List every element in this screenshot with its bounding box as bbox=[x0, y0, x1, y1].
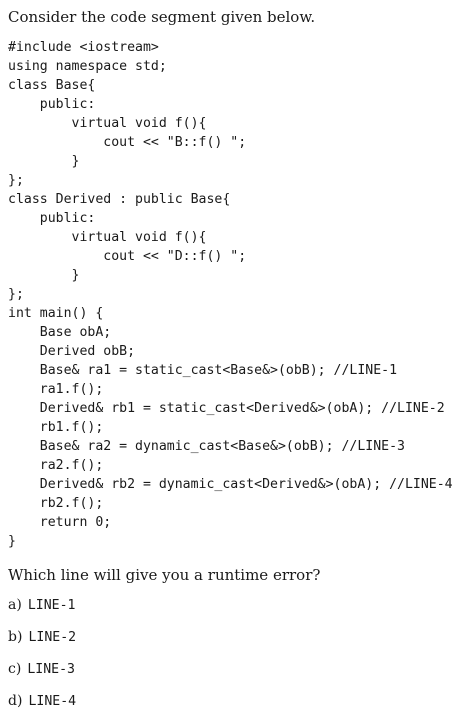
code-line: rb2.f(); bbox=[8, 496, 104, 511]
code-line: int main() { bbox=[8, 306, 104, 321]
code-line: Base& ra1 = static_cast<Base&>(obB); //L… bbox=[8, 363, 398, 378]
code-line: }; bbox=[8, 173, 24, 188]
option-letter: a) bbox=[8, 597, 22, 613]
code-line: class Base{ bbox=[8, 78, 96, 93]
code-line: Base obA; bbox=[8, 325, 112, 340]
code-line: ra2.f(); bbox=[8, 458, 104, 473]
option-d[interactable]: d) LINE-4 bbox=[8, 693, 76, 709]
code-line: ra1.f(); bbox=[8, 382, 104, 397]
option-b[interactable]: b) LINE-2 bbox=[8, 629, 76, 645]
question-intro: Consider the code segment given below. bbox=[8, 8, 316, 26]
code-line: class Derived : public Base{ bbox=[8, 192, 231, 207]
option-text: LINE-1 bbox=[27, 598, 76, 613]
code-line: cout << "B::f() "; bbox=[8, 135, 247, 150]
option-text: LINE-2 bbox=[28, 630, 77, 645]
code-line: #include <iostream> bbox=[8, 40, 159, 55]
code-block: #include <iostream> using namespace std; c… bbox=[8, 38, 453, 551]
code-line: Derived obB; bbox=[8, 344, 136, 359]
code-line: using namespace std; bbox=[8, 59, 167, 74]
option-text: LINE-3 bbox=[27, 662, 75, 677]
option-a[interactable]: a) LINE-1 bbox=[8, 597, 75, 613]
code-line: Derived& rb1 = static_cast<Derived&>(obA… bbox=[8, 401, 445, 416]
option-c[interactable]: c) LINE-3 bbox=[8, 661, 75, 677]
option-letter: b) bbox=[8, 629, 23, 645]
option-letter: d) bbox=[8, 693, 23, 709]
question-prompt: Which line will give you a runtime error… bbox=[8, 566, 321, 584]
option-letter: c) bbox=[8, 661, 22, 677]
code-line: virtual void f(){ bbox=[8, 230, 207, 245]
code-line: public: bbox=[8, 211, 96, 226]
code-line: cout << "D::f() "; bbox=[8, 249, 247, 264]
code-line: } bbox=[8, 534, 16, 549]
code-line: Base& ra2 = dynamic_cast<Base&>(obB); //… bbox=[8, 439, 405, 454]
code-line: return 0; bbox=[8, 515, 112, 530]
option-text: LINE-4 bbox=[28, 694, 77, 709]
code-line: public: bbox=[8, 97, 96, 112]
code-line: virtual void f(){ bbox=[8, 116, 207, 131]
code-line: } bbox=[8, 154, 80, 169]
code-line: rb1.f(); bbox=[8, 420, 104, 435]
code-line: }; bbox=[8, 287, 24, 302]
code-line: Derived& rb2 = dynamic_cast<Derived&>(ob… bbox=[8, 477, 453, 492]
code-line: } bbox=[8, 268, 80, 283]
